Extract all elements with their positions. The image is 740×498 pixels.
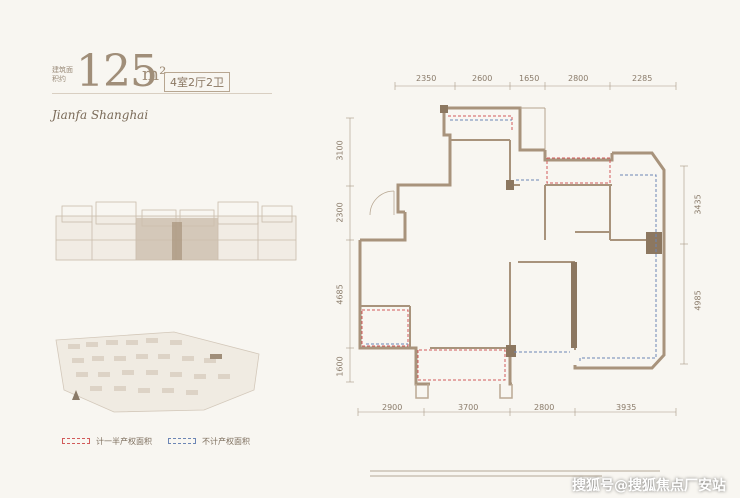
counted-half-swatch xyxy=(62,438,90,444)
disclaimer-text xyxy=(370,470,660,484)
dim-bottom-4: 3935 xyxy=(616,403,637,412)
dim-top-5: 2285 xyxy=(632,74,653,83)
area-label: 建筑面积约 xyxy=(52,66,73,83)
dim-top-2: 2600 xyxy=(472,74,493,83)
dim-top-4: 2800 xyxy=(568,74,589,83)
dim-top-3: 1650 xyxy=(519,74,540,83)
project-script: Jianfa Shanghai xyxy=(52,108,149,122)
header-divider xyxy=(52,93,272,94)
legend-counted-half: 计一半产权面积 xyxy=(96,437,152,446)
dim-bottom-3: 2800 xyxy=(534,403,555,412)
layout-tag: 4室2厅2卫 xyxy=(164,72,230,92)
building-key-plan xyxy=(55,201,297,261)
dim-bottom-1: 2900 xyxy=(382,403,403,412)
legend-not-counted: 不计产权面积 xyxy=(202,437,250,446)
dim-bottom-2: 3700 xyxy=(458,403,479,412)
area-unit: m² xyxy=(142,64,167,85)
site-plan xyxy=(55,331,260,413)
watermark: 搜狐号@搜狐焦点厂安站 xyxy=(572,478,726,494)
area-value: 125 xyxy=(76,46,158,97)
not-counted-swatch xyxy=(168,438,196,444)
dim-top-1: 2350 xyxy=(416,74,437,83)
